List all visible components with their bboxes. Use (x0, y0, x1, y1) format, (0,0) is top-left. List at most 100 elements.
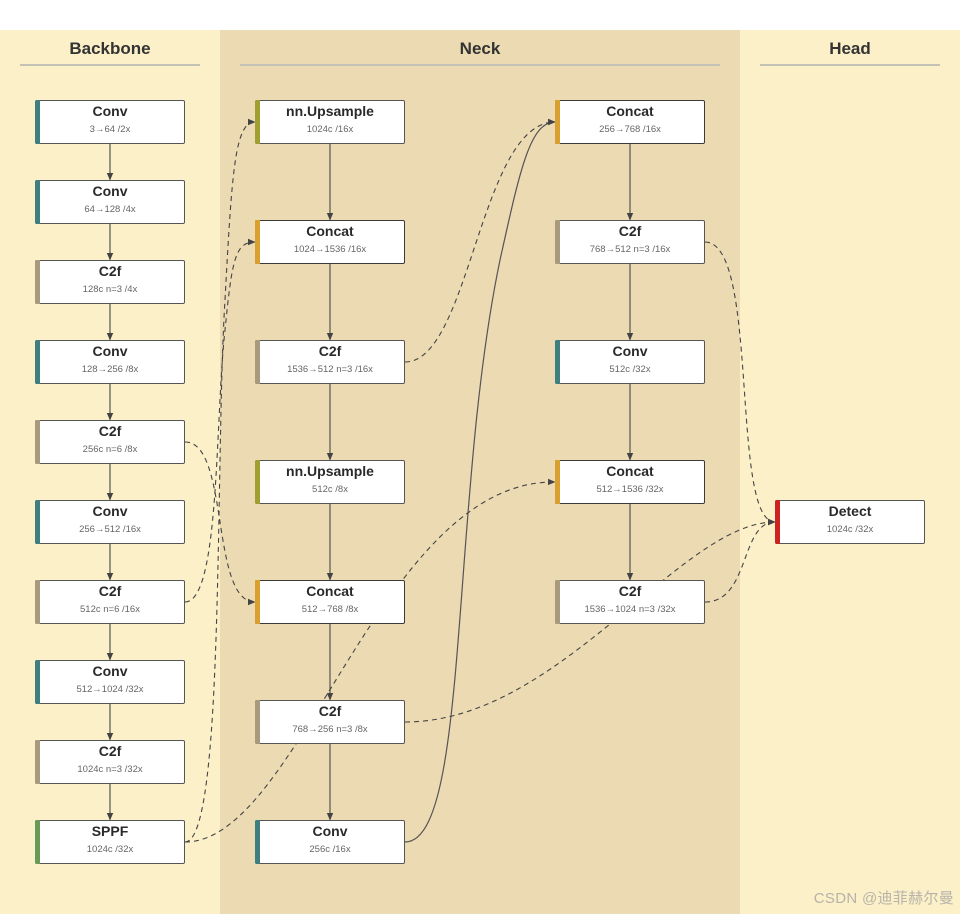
node-type-stripe (255, 820, 260, 864)
node-title: Conv (92, 103, 128, 119)
node-title: C2f (98, 263, 122, 279)
node-type-stripe (35, 820, 40, 864)
node-type-stripe (255, 460, 260, 504)
node-title: C2f (318, 343, 342, 359)
node-type-stripe (555, 460, 560, 504)
node-title: Conv (92, 183, 128, 199)
node-type-stripe (35, 260, 40, 304)
node-subtitle: 512c /8x (312, 484, 348, 495)
node-title: Detect (828, 503, 872, 519)
node-subtitle: 1024c /32x (86, 844, 134, 855)
node-type-stripe (35, 500, 40, 544)
node-subtitle: 768→512 n=3 /16x (589, 244, 671, 255)
node-n3: C2f 1536→512 n=3 /16x (255, 340, 405, 384)
node-b7: C2f 512c n=6 /16x (35, 580, 185, 624)
node-n5: Concat 512→768 /8x (255, 580, 405, 624)
node-subtitle: 128c n=3 /4x (82, 284, 138, 295)
edge-n3-m1 (404, 118, 556, 363)
edge-m2-h1 (704, 241, 776, 526)
node-title: nn.Upsample (286, 463, 374, 479)
node-subtitle: 256c /16x (309, 844, 351, 855)
node-subtitle: 512c n=6 /16x (80, 604, 140, 615)
head-lane (740, 30, 960, 914)
node-title: Conv (312, 823, 348, 839)
node-type-stripe (555, 100, 560, 144)
node-title: Concat (606, 463, 654, 479)
edge-b5-n5 (184, 441, 256, 606)
node-type-stripe (35, 420, 40, 464)
node-type-stripe (255, 340, 260, 384)
node-b8: Conv 512→1024 /32x (35, 660, 185, 704)
node-type-stripe (35, 100, 40, 144)
edge-m5-h1 (704, 518, 776, 603)
node-subtitle: 512c /32x (609, 364, 651, 375)
node-m4: Concat 512→1536 /32x (555, 460, 705, 504)
node-subtitle: 1024→1536 /16x (293, 244, 367, 255)
node-m3: Conv 512c /32x (555, 340, 705, 384)
node-subtitle: 512→1536 /32x (596, 484, 664, 495)
neck-title: Neck (459, 39, 501, 58)
node-subtitle: 128→256 /8x (81, 364, 139, 375)
edge-b10-n1 (184, 118, 256, 843)
node-n7: Conv 256c /16x (255, 820, 405, 864)
node-type-stripe (35, 340, 40, 384)
head-title: Head (829, 39, 871, 58)
node-subtitle: 3→64 /2x (89, 124, 131, 135)
node-subtitle: 64→128 /4x (84, 204, 136, 215)
node-title: C2f (98, 423, 122, 439)
node-type-stripe (555, 580, 560, 624)
node-m2: C2f 768→512 n=3 /16x (555, 220, 705, 264)
node-n4: nn.Upsample 512c /8x (255, 460, 405, 504)
edge-b10-m4 (184, 478, 556, 843)
node-n1: nn.Upsample 1024c /16x (255, 100, 405, 144)
node-type-stripe (35, 580, 40, 624)
head-rule (760, 64, 940, 66)
node-title: C2f (98, 583, 122, 599)
node-subtitle: 1024c n=3 /32x (77, 764, 143, 775)
node-title: C2f (618, 223, 642, 239)
node-type-stripe (35, 740, 40, 784)
node-b1: Conv 3→64 /2x (35, 100, 185, 144)
node-title: Conv (92, 343, 128, 359)
node-b3: C2f 128c n=3 /4x (35, 260, 185, 304)
node-subtitle: 512→768 /8x (301, 604, 359, 615)
node-h1: Detect 1024c /32x (775, 500, 925, 544)
node-title: C2f (318, 703, 342, 719)
node-subtitle: 256→768 /16x (599, 124, 661, 135)
node-type-stripe (255, 580, 260, 624)
node-title: Concat (306, 583, 354, 599)
backbone-title: Backbone (69, 39, 151, 58)
node-type-stripe (255, 100, 260, 144)
node-b10: SPPF 1024c /32x (35, 820, 185, 864)
node-subtitle: 1536→1024 n=3 /32x (584, 604, 676, 615)
node-title: nn.Upsample (286, 103, 374, 119)
node-title: Conv (612, 343, 648, 359)
node-type-stripe (775, 500, 780, 544)
edge-n7-m1 (404, 118, 556, 843)
node-b4: Conv 128→256 /8x (35, 340, 185, 384)
node-b6: Conv 256→512 /16x (35, 500, 185, 544)
node-type-stripe (555, 220, 560, 264)
node-title: Conv (92, 663, 128, 679)
node-title: Conv (92, 503, 128, 519)
node-type-stripe (255, 220, 260, 264)
node-subtitle: 512→1024 /32x (76, 684, 144, 695)
node-subtitle: 1024c /32x (826, 524, 874, 535)
watermark: CSDN @迪菲赫尔曼 (813, 890, 954, 907)
node-title: SPPF (91, 823, 129, 839)
node-title: C2f (98, 743, 122, 759)
node-subtitle: 1024c /16x (306, 124, 354, 135)
node-subtitle: 256→512 /16x (79, 524, 141, 535)
neck-rule (240, 64, 720, 66)
node-type-stripe (35, 660, 40, 704)
node-type-stripe (35, 180, 40, 224)
node-subtitle: 256c n=6 /8x (82, 444, 138, 455)
node-subtitle: 1536→512 n=3 /16x (287, 364, 373, 375)
node-m1: Concat 256→768 /16x (555, 100, 705, 144)
node-title: Concat (606, 103, 654, 119)
node-b9: C2f 1024c n=3 /32x (35, 740, 185, 784)
backbone-rule (20, 64, 200, 66)
